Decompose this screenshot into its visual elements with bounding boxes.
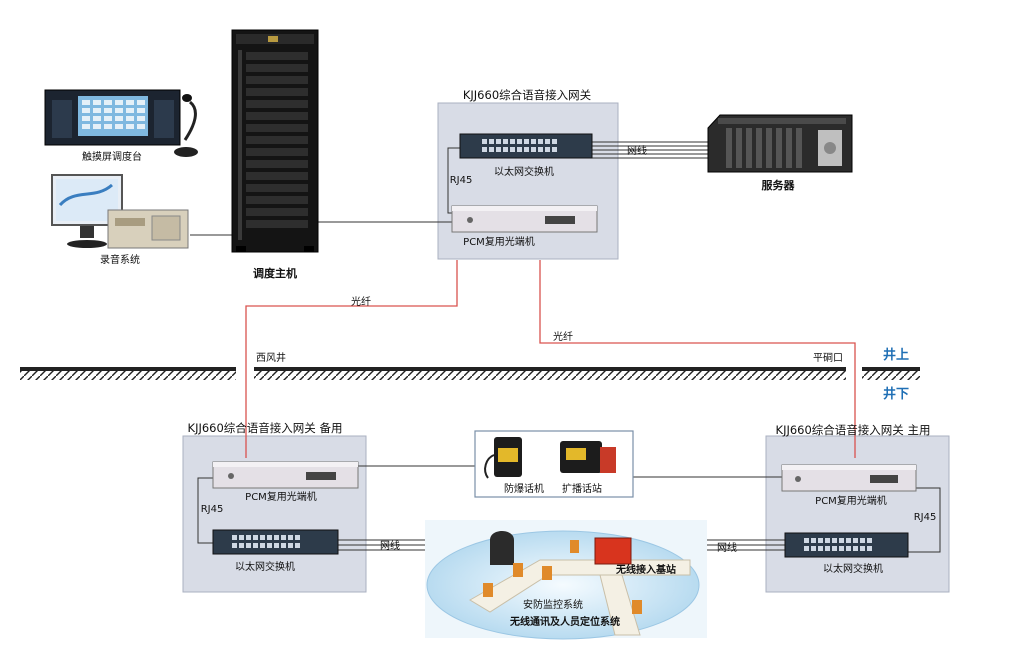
top-network-label: 网线 — [627, 144, 647, 157]
phone-box — [474, 430, 634, 498]
below-ground-label: 井下 — [883, 386, 909, 402]
right-pcm-label: PCM复用光端机 — [815, 494, 887, 507]
top-switch-label: 以太网交换机 — [494, 165, 554, 178]
top-pcm-device — [451, 205, 598, 233]
left-switch-label: 以太网交换机 — [235, 560, 295, 573]
top-switch-device — [459, 133, 593, 159]
broadcast-station-label: 扩播话站 — [562, 482, 602, 495]
right-pcm-device — [781, 464, 917, 492]
gateway-left-title: KJJ660综合语音接入网关 备用 — [188, 421, 343, 435]
left-switch-device — [212, 529, 339, 555]
security-camera-device — [490, 531, 514, 565]
left-network-label: 网线 — [380, 539, 400, 552]
west-shaft-label: 西风井 — [256, 351, 286, 364]
base-station-device — [594, 537, 632, 565]
fiber-left-label: 光纤 — [351, 295, 371, 308]
right-switch-label: 以太网交换机 — [823, 562, 883, 575]
base-station-label: 无线接入基站 — [615, 563, 676, 576]
security-system-label: 安防监控系统 — [523, 598, 583, 611]
broadcast-station-device — [560, 441, 616, 473]
top-rj45-label: RJ45 — [450, 175, 473, 186]
explosion-proof-phone-label: 防爆话机 — [504, 482, 544, 495]
left-rj45-label: RJ45 — [201, 504, 224, 515]
right-rj45-label: RJ45 — [914, 512, 937, 523]
above-ground-label: 井上 — [883, 347, 909, 363]
gateway-right-panel — [765, 435, 950, 593]
right-switch-device — [784, 532, 909, 558]
server-device — [707, 114, 853, 173]
gateway-top-panel — [437, 102, 619, 260]
touch-console-device — [44, 89, 198, 157]
left-pcm-label: PCM复用光端机 — [245, 490, 317, 503]
dispatch-host-label: 调度主机 — [253, 266, 297, 280]
top-pcm-label: PCM复用光端机 — [463, 235, 535, 248]
fiber-links — [245, 260, 856, 458]
explosion-proof-phone-device — [484, 437, 522, 479]
positioning-system-label: 无线通讯及人员定位系统 — [509, 615, 620, 628]
ground-line — [20, 367, 920, 380]
recording-system-device — [51, 174, 189, 249]
recording-system-label: 录音系统 — [100, 253, 140, 266]
gateway-top-title: KJJ660综合语音接入网关 — [463, 88, 592, 102]
touch-console-label: 触摸屏调度台 — [82, 150, 142, 163]
fiber-right-label: 光纤 — [553, 330, 573, 343]
dispatch-host-rack — [231, 29, 319, 253]
wireless-area — [425, 520, 707, 640]
adit-label: 平硐口 — [813, 352, 843, 364]
server-label: 服务器 — [762, 178, 796, 192]
gateway-right-title: KJJ660综合语音接入网关 主用 — [776, 423, 931, 437]
left-pcm-device — [212, 461, 359, 489]
right-network-label: 网线 — [717, 541, 737, 554]
